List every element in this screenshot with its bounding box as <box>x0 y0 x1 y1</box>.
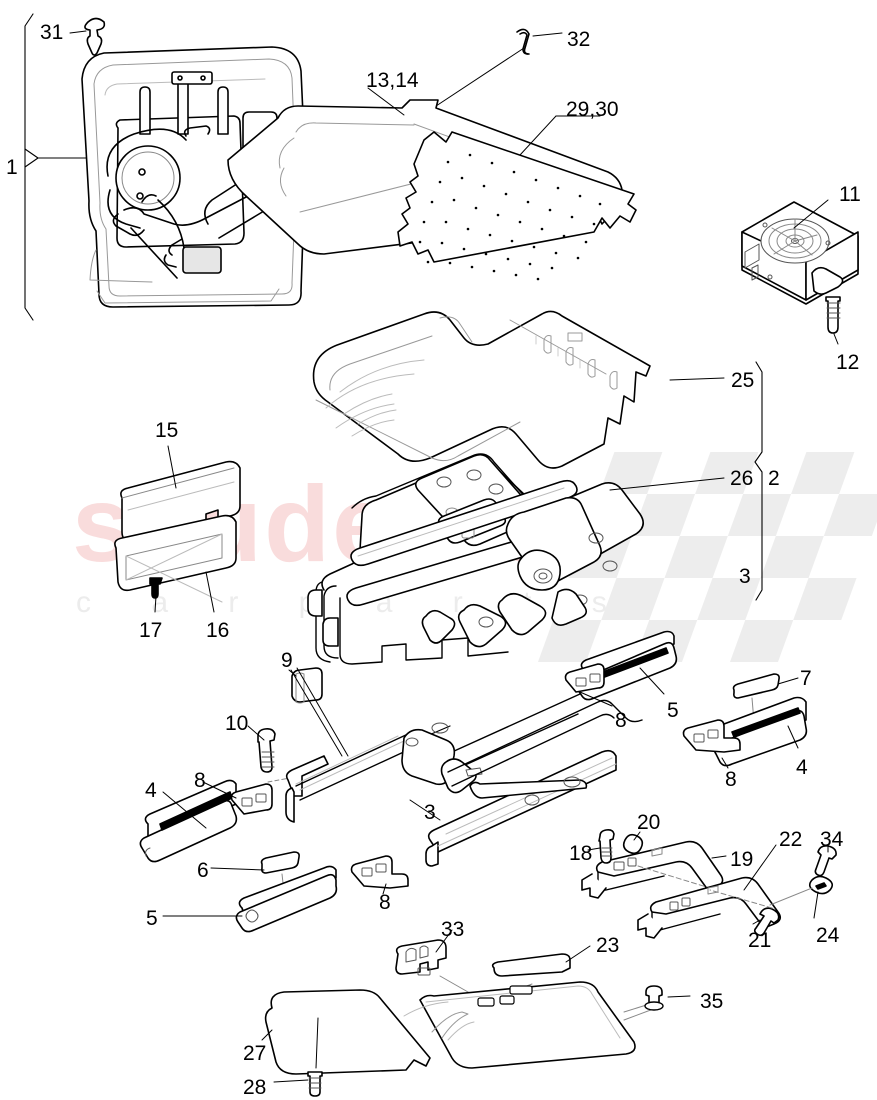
callout-1: 1 <box>6 156 18 179</box>
callout-26: 26 <box>730 467 754 490</box>
checkered-flag-watermark <box>537 452 877 662</box>
callout-32: 32 <box>567 28 591 51</box>
callout-3-rail: 3 <box>424 801 436 824</box>
callout-9: 9 <box>281 649 293 672</box>
callout-2: 2 <box>768 467 780 490</box>
callout-4-b: 4 <box>796 756 808 779</box>
callout-6: 6 <box>197 859 209 882</box>
callout-22: 22 <box>779 828 803 851</box>
callout-13-14: 13,14 <box>366 69 419 92</box>
callout-5-a: 5 <box>667 699 679 722</box>
callout-29-30: 29,30 <box>566 98 619 121</box>
callout-33: 33 <box>441 918 465 941</box>
watermark-scuderia: scuderia <box>72 463 533 584</box>
callout-17: 17 <box>139 619 163 642</box>
callout-15: 15 <box>155 419 179 442</box>
callout-23: 23 <box>596 934 620 957</box>
callout-8-b: 8 <box>725 768 737 791</box>
callout-8-c: 8 <box>194 769 206 792</box>
callout-31: 31 <box>40 21 64 44</box>
watermark-car-parts: c a r p a r t s <box>76 586 633 619</box>
callout-8-d: 8 <box>379 891 391 914</box>
callout-20: 20 <box>637 811 661 834</box>
callout-4-a: 4 <box>145 779 157 802</box>
callout-7: 7 <box>800 667 812 690</box>
callout-27: 27 <box>243 1042 267 1065</box>
callout-16: 16 <box>206 619 230 642</box>
callout-34: 34 <box>820 828 844 851</box>
callout-28: 28 <box>243 1076 267 1099</box>
callout-3-group: 3 <box>739 565 751 588</box>
callout-18: 18 <box>569 842 593 865</box>
callout-35: 35 <box>700 990 724 1013</box>
callout-24: 24 <box>816 924 840 947</box>
callout-5-b: 5 <box>146 907 158 930</box>
callout-25: 25 <box>731 369 755 392</box>
callout-21: 21 <box>748 929 772 952</box>
callout-19: 19 <box>730 848 754 871</box>
callout-12: 12 <box>836 351 860 374</box>
callout-8-a: 8 <box>615 709 627 732</box>
callout-10: 10 <box>225 712 249 735</box>
callout-11: 11 <box>839 183 861 206</box>
